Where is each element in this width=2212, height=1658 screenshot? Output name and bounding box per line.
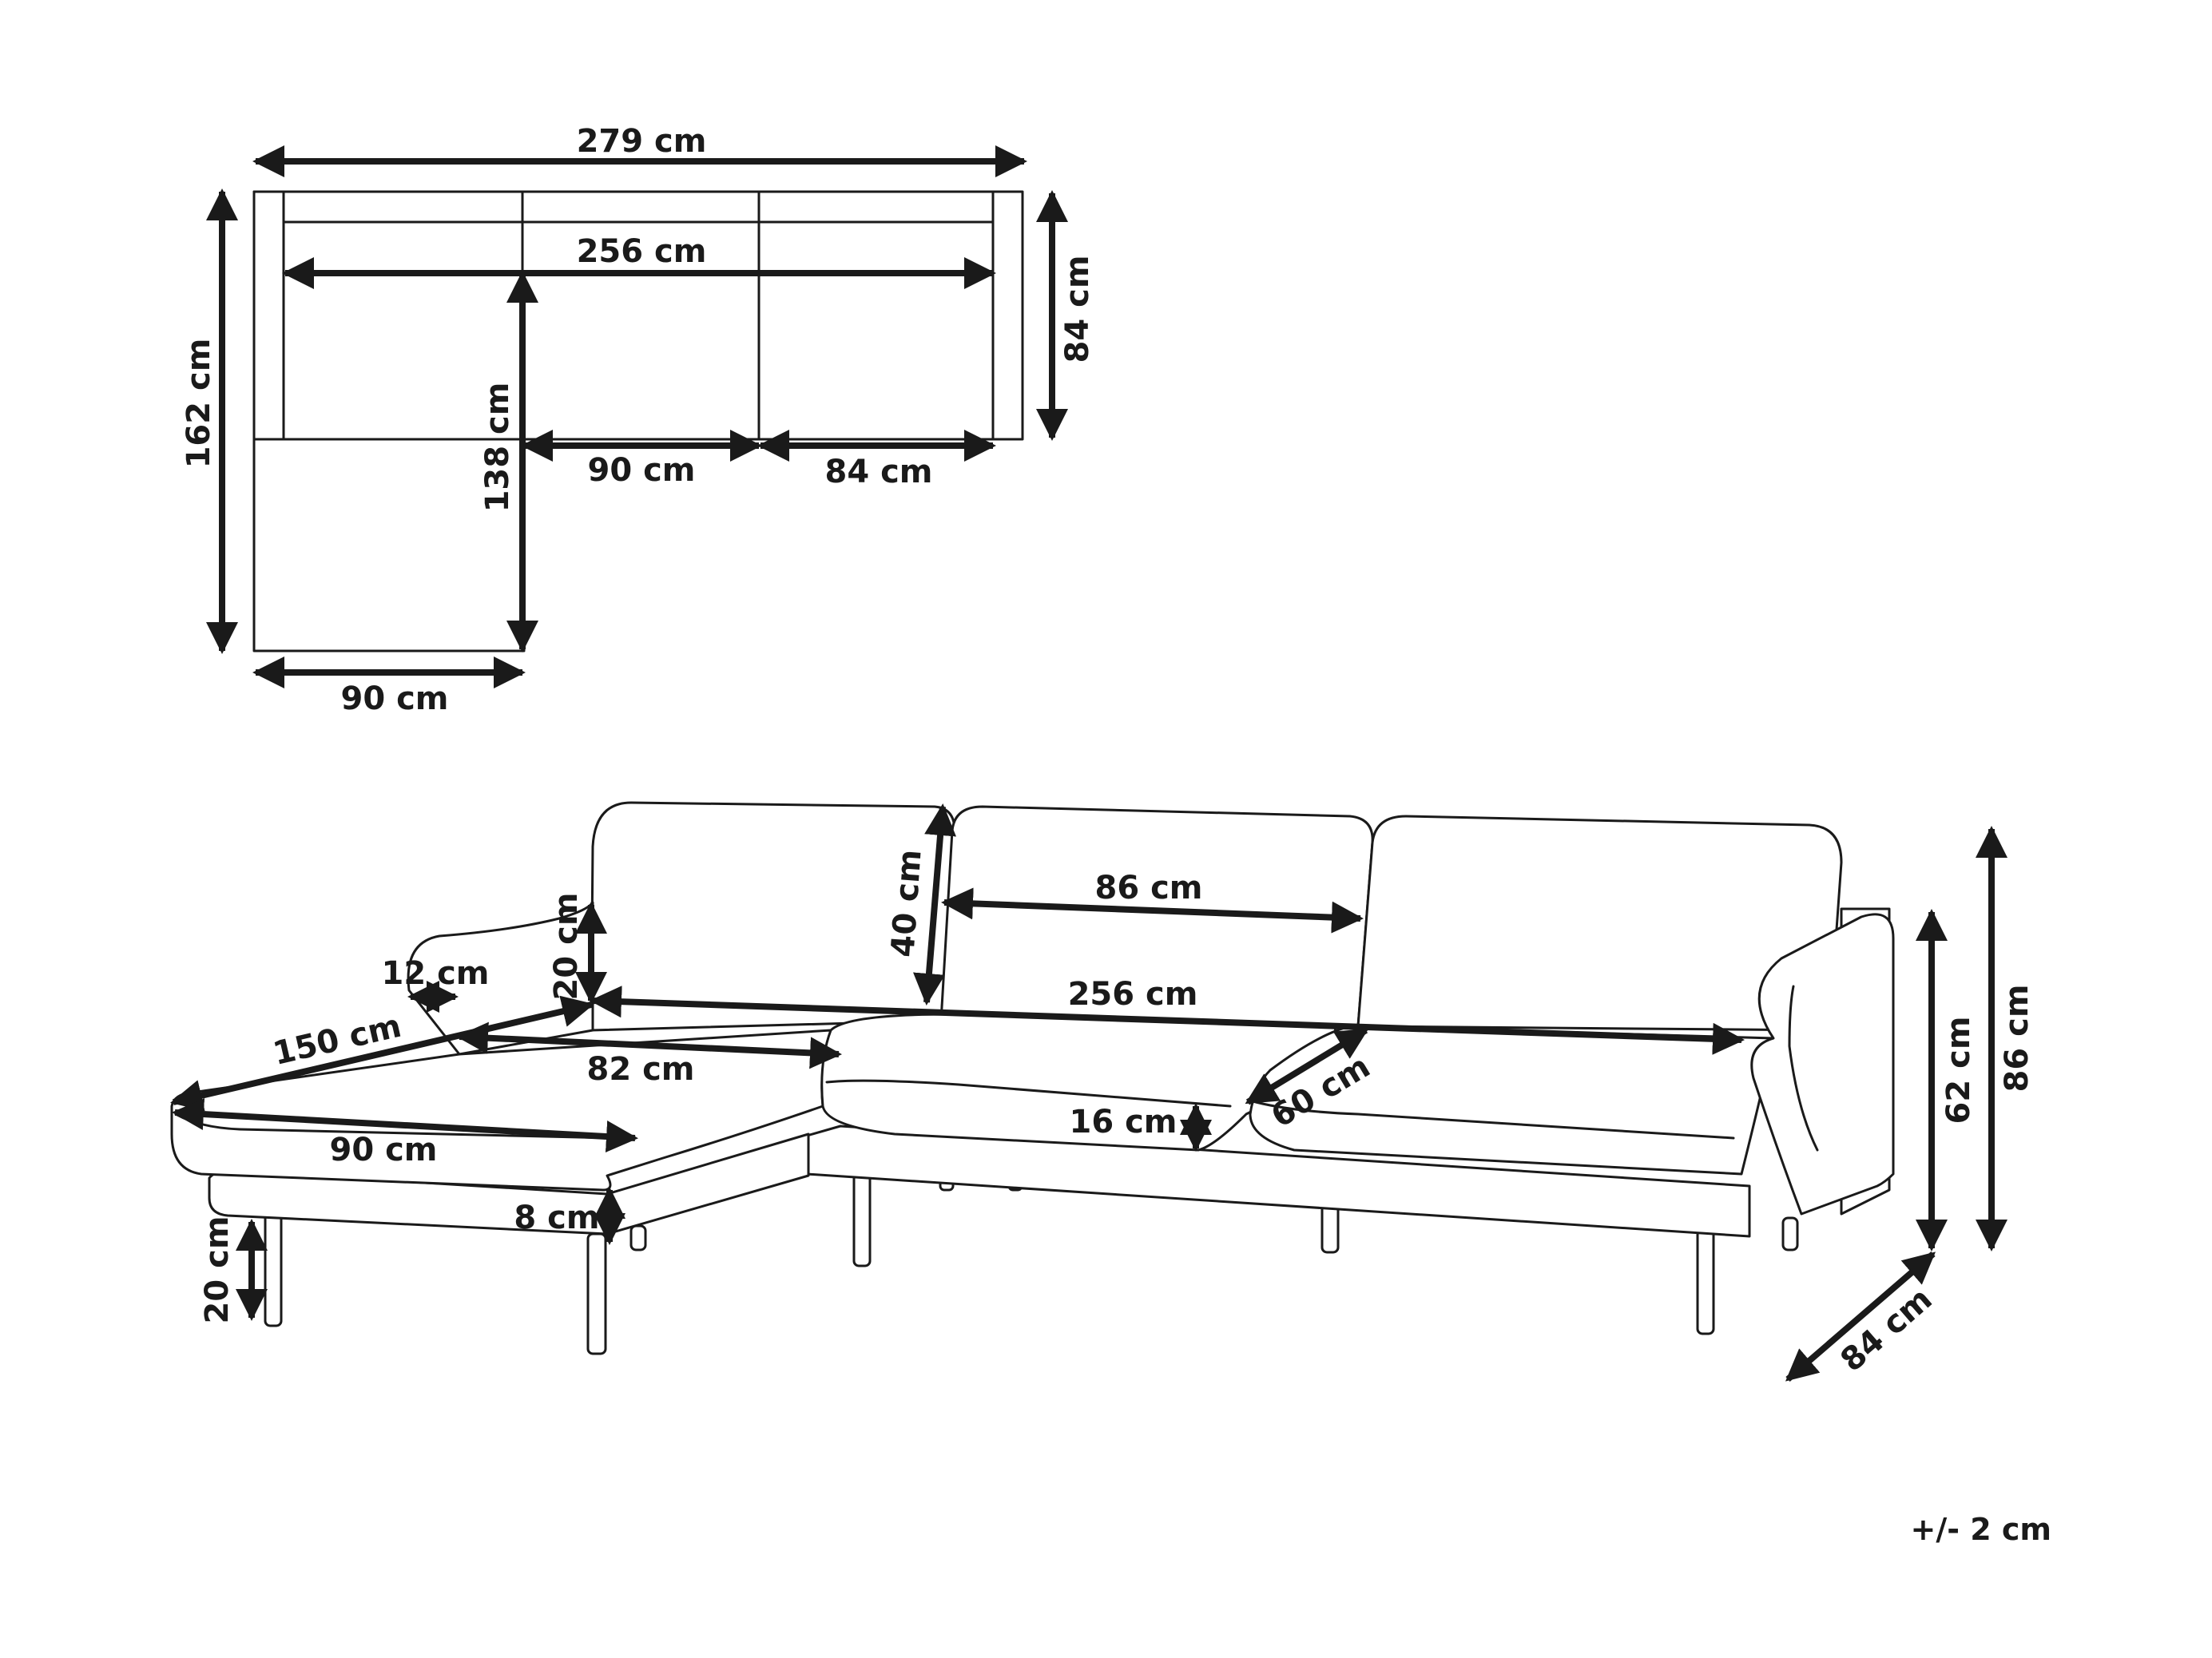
label-256-persp: 256 cm: [1068, 976, 1198, 1013]
right-armrest: [1750, 913, 1895, 1216]
label-86-height: 86 cm: [1999, 985, 2035, 1093]
label-84-depth: 84 cm: [1059, 256, 1096, 363]
dim-arrow-150: [170, 995, 594, 1112]
tolerance-note: +/- 2 cm: [1910, 1512, 2051, 1547]
dim-arrow-86-cushion: [941, 887, 1364, 934]
leg: [1781, 1216, 1799, 1251]
leg: [586, 1232, 607, 1355]
label-82: 82 cm: [587, 1051, 695, 1088]
sofa-perspective: [170, 801, 1895, 1355]
leg: [629, 1224, 647, 1251]
label-12: 12 cm: [382, 955, 490, 992]
label-90-chaise: 90 cm: [341, 680, 449, 717]
leg: [1320, 1203, 1340, 1254]
label-16: 16 cm: [1070, 1104, 1177, 1140]
label-256-top: 256 cm: [577, 233, 707, 270]
top-view-labels: 279 cm 256 cm 162 cm 84 cm 138 cm 90 cm …: [181, 123, 1096, 717]
label-8: 8 cm: [514, 1200, 599, 1236]
dim-arrow-90-persp: [172, 1098, 638, 1152]
label-90-persp: 90 cm: [330, 1132, 438, 1168]
label-62: 62 cm: [1940, 1017, 1977, 1125]
label-20-leg: 20 cm: [199, 1216, 236, 1324]
label-279: 279 cm: [577, 123, 707, 160]
label-20-armrest: 20 cm: [548, 893, 585, 1001]
leg: [852, 1172, 872, 1267]
dim-arrow-84-persp: [1785, 1251, 1936, 1382]
label-90-seat: 90 cm: [588, 452, 696, 489]
label-138: 138 cm: [479, 383, 516, 513]
label-86-cushion: 86 cm: [1095, 870, 1203, 906]
dim-arrow-82: [456, 1021, 842, 1069]
label-84-seat: 84 cm: [825, 454, 933, 490]
dim-arrow-40: [912, 803, 957, 1006]
label-162: 162 cm: [181, 339, 217, 469]
perspective-dimensions: [170, 803, 2007, 1382]
dim-arrow-60: [1245, 1027, 1369, 1105]
top-view-dimensions: [206, 145, 1068, 688]
label-40: 40 cm: [884, 848, 928, 958]
back-cushion-3: [1356, 815, 1843, 1032]
leg: [264, 1212, 283, 1327]
leg: [1696, 1228, 1715, 1335]
dim-arrow-256-persp: [590, 986, 1745, 1055]
